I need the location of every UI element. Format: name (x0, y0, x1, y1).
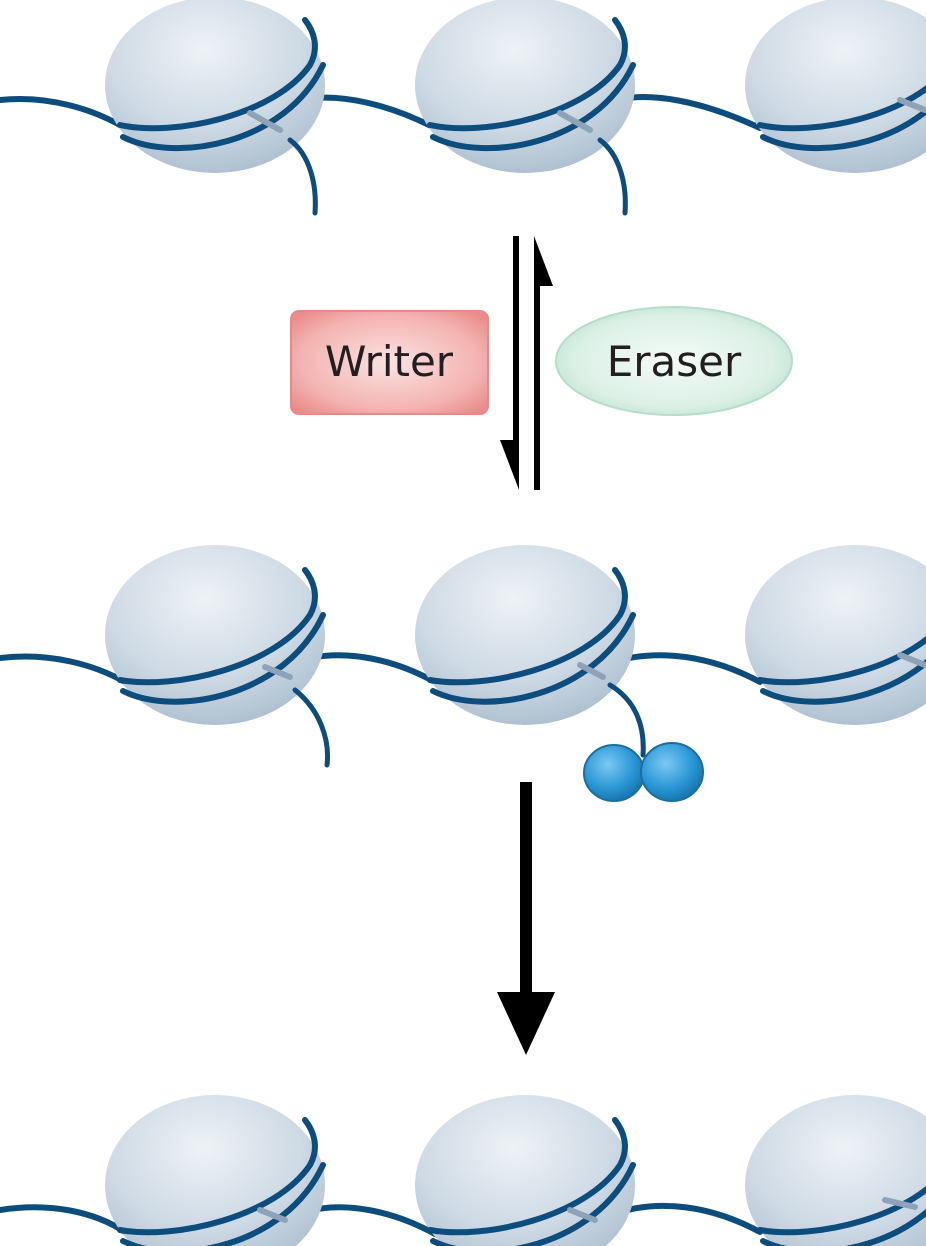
nucleosome (105, 0, 326, 216)
nucleosome (415, 0, 636, 216)
chromatin-row-3 (0, 1095, 926, 1246)
writer-enzyme: Writer (290, 310, 489, 415)
forward-arrow-down (500, 236, 519, 490)
modified-histone-tail (607, 682, 646, 758)
chromatin-row-1 (0, 0, 926, 216)
nucleosome (745, 1095, 926, 1246)
reverse-arrow-up (534, 236, 553, 490)
histone-tail (292, 687, 331, 768)
equilibrium-arrows (500, 236, 553, 490)
eraser-enzyme: Eraser (555, 306, 793, 416)
nucleosome (415, 1095, 636, 1246)
downstream-arrow (497, 782, 555, 1055)
nucleosome (745, 545, 926, 725)
eraser-label: Eraser (607, 337, 742, 386)
histone-tail (287, 137, 318, 216)
dna-linker-strand (0, 652, 763, 685)
nucleosome-modified (415, 545, 646, 758)
nucleosome (745, 0, 926, 173)
writer-label: Writer (325, 337, 454, 386)
nucleosome (105, 1095, 326, 1246)
nucleosome (105, 545, 331, 768)
chromatin-row-2 (0, 545, 926, 802)
histone-tail (597, 137, 628, 216)
histone-mark (583, 742, 704, 802)
